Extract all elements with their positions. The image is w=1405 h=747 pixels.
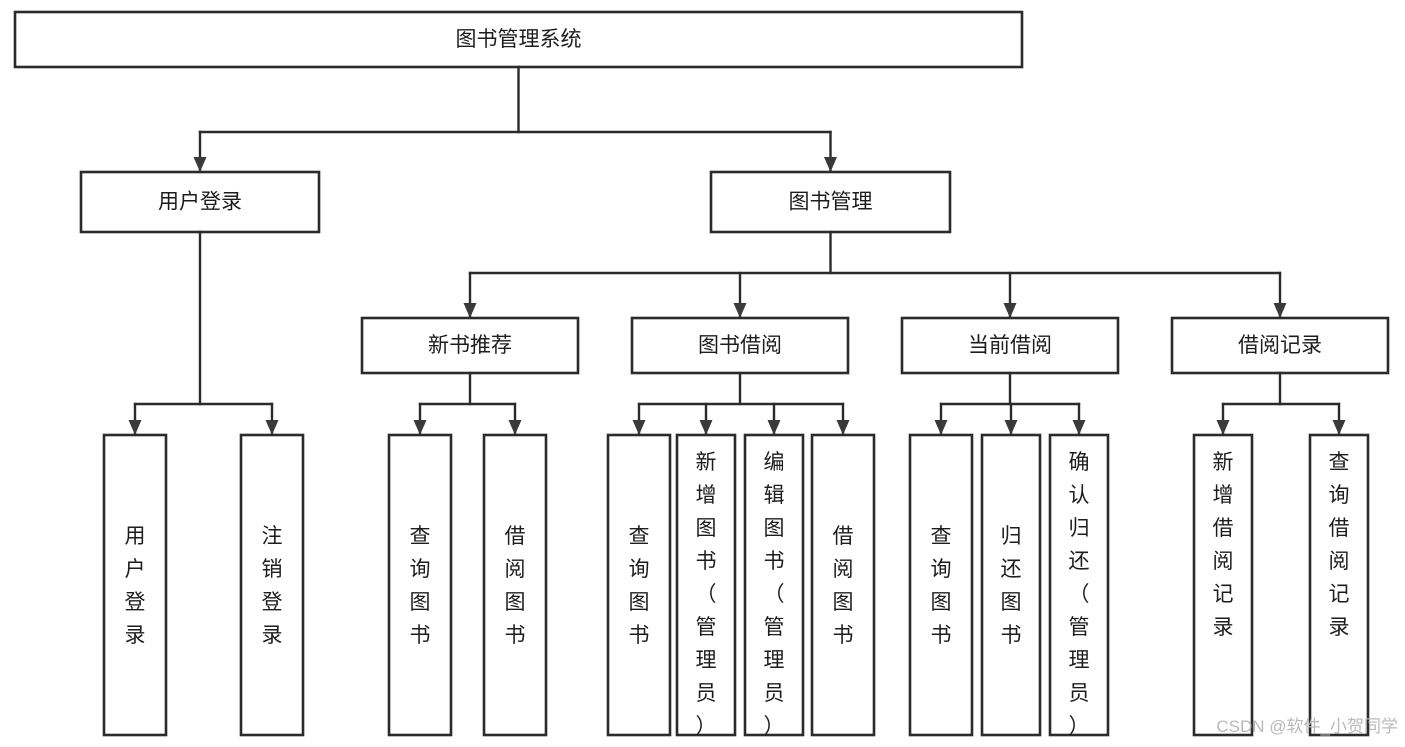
node-label: 图书管理 bbox=[789, 191, 873, 214]
node-label: 图书借阅 bbox=[698, 334, 782, 357]
node-box-user-login[interactable] bbox=[79, 170, 321, 234]
arrow-head-icon bbox=[699, 420, 713, 435]
node-box-recommend-borrow-book[interactable] bbox=[482, 433, 548, 737]
node-label: 新增借阅记录 bbox=[1213, 451, 1234, 639]
node-box-recommend-query-book[interactable] bbox=[387, 433, 453, 737]
arrow-head-icon bbox=[836, 420, 850, 435]
node-label: 当前借阅 bbox=[968, 334, 1052, 357]
node-label: 注销登录 bbox=[262, 525, 283, 647]
arrow-head-icon bbox=[128, 420, 142, 435]
node-box-current-borrow[interactable] bbox=[900, 316, 1120, 375]
csdn-watermark: CSDN @软件_小贺同学 bbox=[1216, 717, 1398, 736]
node-label: 图书管理系统 bbox=[456, 28, 582, 51]
node-box-new-book-recommend[interactable] bbox=[360, 316, 580, 375]
node-box-borrow-records[interactable] bbox=[1170, 316, 1390, 375]
node-box-borrow-edit-book[interactable] bbox=[743, 433, 805, 737]
arrow-head-icon bbox=[1004, 420, 1018, 435]
node-label: 借阅记录 bbox=[1238, 334, 1322, 357]
node-box-borrow-borrow-book[interactable] bbox=[810, 433, 876, 737]
arrow-head-icon bbox=[733, 303, 747, 318]
node-box-current-query-book[interactable] bbox=[908, 433, 974, 737]
arrow-head-icon bbox=[413, 420, 427, 435]
arrow-head-icon bbox=[1003, 303, 1017, 318]
node-box-user-login-logout[interactable] bbox=[239, 433, 305, 737]
arrow-head-icon bbox=[1216, 420, 1230, 435]
arrow-head-icon bbox=[934, 420, 948, 435]
node-label: 编辑图书（管理员） bbox=[764, 451, 785, 738]
arrow-head-icon bbox=[1273, 303, 1287, 318]
arrow-head-icon bbox=[824, 157, 837, 172]
node-label: 归还图书 bbox=[1001, 525, 1022, 647]
node-label: 用户登录 bbox=[158, 191, 242, 214]
arrow-head-icon bbox=[632, 420, 646, 435]
arrow-head-icon bbox=[265, 420, 279, 435]
node-label: 确认归还（管理员） bbox=[1069, 451, 1090, 738]
node-box-book-management[interactable] bbox=[709, 170, 952, 234]
node-box-current-confirm-return[interactable] bbox=[1048, 433, 1110, 737]
node-label: 新书推荐 bbox=[428, 334, 512, 357]
node-label: 查询借阅记录 bbox=[1329, 451, 1350, 639]
node-box-records-query-record[interactable] bbox=[1308, 433, 1370, 737]
node-label: 借阅图书 bbox=[833, 525, 854, 647]
node-box-current-return-book[interactable] bbox=[980, 433, 1042, 737]
arrow-head-icon bbox=[1072, 420, 1086, 435]
node-box-borrow-add-book[interactable] bbox=[675, 433, 737, 737]
node-box-user-login-login[interactable] bbox=[102, 433, 168, 737]
arrow-head-icon bbox=[508, 420, 522, 435]
arrow-head-icon bbox=[463, 303, 477, 318]
node-box-records-add-record[interactable] bbox=[1192, 433, 1254, 737]
node-label: 查询图书 bbox=[931, 525, 952, 647]
arrow-head-icon bbox=[767, 420, 781, 435]
node-box-book-borrow[interactable] bbox=[630, 316, 850, 375]
node-label: 查询图书 bbox=[629, 525, 650, 647]
node-label: 借阅图书 bbox=[505, 525, 526, 647]
arrow-head-icon bbox=[193, 157, 207, 172]
node-box-borrow-query-book[interactable] bbox=[606, 433, 672, 737]
node-label: 用户登录 bbox=[125, 525, 146, 647]
node-box-root[interactable] bbox=[13, 10, 1024, 69]
node-label: 新增图书（管理员） bbox=[696, 451, 717, 738]
node-label: 查询图书 bbox=[410, 525, 431, 647]
arrow-head-icon bbox=[1332, 420, 1346, 435]
